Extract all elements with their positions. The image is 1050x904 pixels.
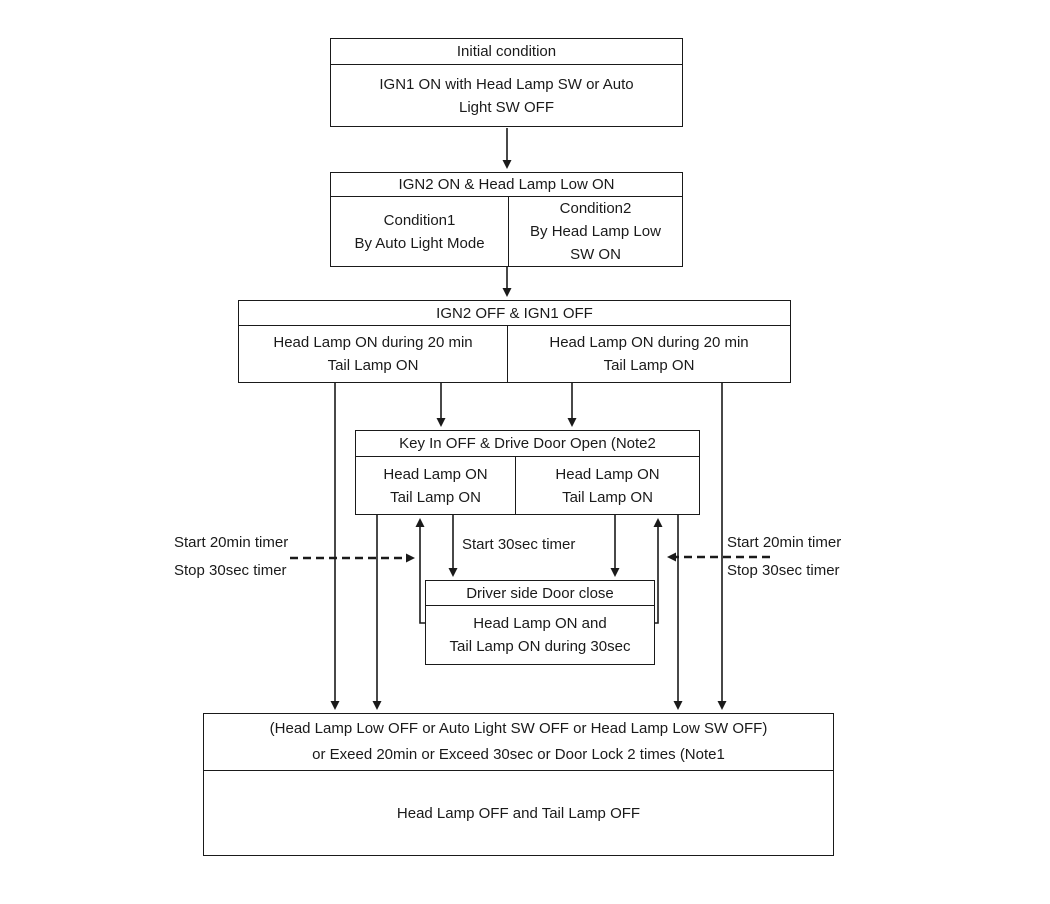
lamp-off-condition: (Head Lamp Low OFF or Auto Light SW OFF … — [204, 714, 833, 771]
right-start-20min-timer-label: Start 20min timer — [727, 534, 842, 551]
ign2-on-header: IGN2 ON & Head Lamp Low ON — [331, 173, 682, 197]
dashed-arrow-right-timer — [667, 552, 770, 562]
ign2-off-right-cell: Head Lamp ON during 20 min Tail Lamp ON — [549, 334, 749, 374]
initial-condition-body: IGN1 ON with Head Lamp SW or Auto Light … — [379, 75, 634, 116]
door-close-header: Driver side Door close — [426, 581, 654, 606]
ign2-on-condition1-cell: Condition1 By Auto Light Mode — [331, 197, 509, 266]
key-in-off-header: Key In OFF & Drive Door Open (Note2 — [356, 431, 699, 457]
initial-condition-box: Initial condition IGN1 ON with Head Lamp… — [330, 38, 683, 127]
left-start-20min-timer-label: Start 20min timer — [174, 534, 289, 551]
initial-condition-header: Initial condition — [331, 39, 682, 65]
arrow-ign2off-left-to-keyinoff — [436, 383, 446, 427]
arrow-keyinoff-to-doorclose-left — [448, 515, 458, 577]
left-stop-30sec-timer-label: Stop 30sec timer — [174, 562, 287, 579]
ign2-off-left-cell: Head Lamp ON during 20 min Tail Lamp ON — [239, 326, 508, 382]
arrow-keyinoff-left-to-lampoff — [372, 515, 382, 710]
ign2-on-box: IGN2 ON & Head Lamp Low ON Condition1 By… — [330, 172, 683, 267]
key-in-off-left-cell: Head Lamp ON Tail Lamp ON — [356, 457, 516, 514]
arrow-ign2on-to-ign2off — [502, 267, 512, 297]
lamp-off-box: (Head Lamp Low OFF or Auto Light SW OFF … — [203, 713, 834, 856]
arrow-initial-to-ign2on — [502, 128, 512, 169]
door-close-box: Driver side Door close Head Lamp ON and … — [425, 580, 655, 665]
arrow-keyinoff-to-doorclose-right — [610, 515, 620, 577]
lamp-off-result: Head Lamp OFF and Tail Lamp OFF — [396, 804, 641, 822]
ign2-on-condition2-cell: Condition2 By Head Lamp Low SW ON — [530, 200, 661, 263]
arrow-keyinoff-right-to-lampoff — [673, 515, 683, 710]
arrow-ign2off-left-to-lampoff — [330, 383, 340, 710]
arrow-ign2off-right-to-lampoff — [717, 383, 727, 710]
dashed-arrow-left-timer — [290, 553, 415, 563]
key-in-off-right-cell: Head Lamp ON Tail Lamp ON — [555, 465, 660, 506]
arrow-ign2off-right-to-keyinoff — [567, 383, 577, 427]
right-stop-30sec-timer-label: Stop 30sec timer — [727, 562, 840, 579]
key-in-off-box: Key In OFF & Drive Door Open (Note2 Head… — [355, 430, 700, 515]
door-close-body: Head Lamp ON and Tail Lamp ON during 30s… — [449, 615, 631, 655]
ign2-off-box: IGN2 OFF & IGN1 OFF Head Lamp ON during … — [238, 300, 791, 383]
ign2-off-header: IGN2 OFF & IGN1 OFF — [239, 301, 790, 326]
start-30sec-timer-label: Start 30sec timer — [462, 536, 576, 553]
